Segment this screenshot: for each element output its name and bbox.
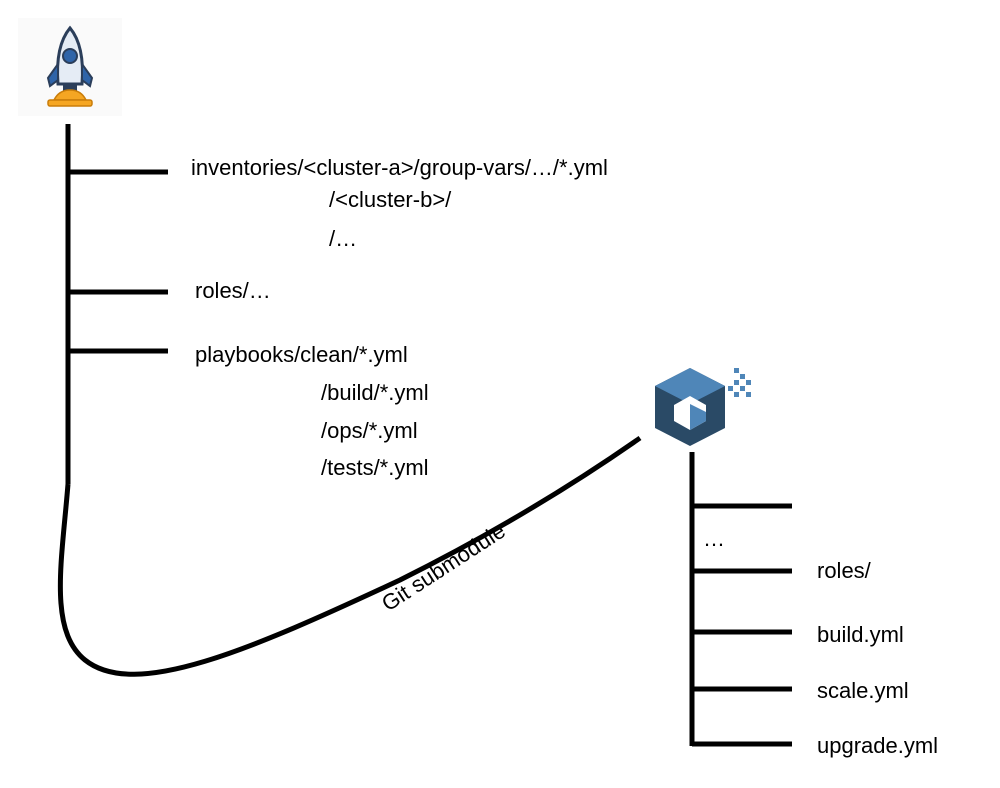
right-item-build: build.yml [817, 622, 904, 647]
right-item-upgrade: upgrade.yml [817, 733, 939, 758]
git-submodule-connector [57, 435, 642, 677]
playbooks-path-line-3: /ops/*.yml [321, 418, 418, 443]
inventories-path-line-3: /… [329, 226, 358, 251]
git-submodule-label: Git submodule [377, 518, 510, 616]
kubespray-cube-icon [655, 368, 751, 446]
right-item-scale: scale.yml [817, 678, 909, 703]
playbooks-path-line-1: playbooks/clean/*.yml [195, 342, 408, 367]
inventories-path-line-1: inventories/<cluster-a>/group-vars/…/*.y… [191, 155, 608, 180]
rocket-icon [46, 25, 94, 107]
right-item-ellipsis: … [703, 526, 725, 551]
inventories-path-line-2: /<cluster-b>/ [329, 187, 452, 212]
playbooks-path-line-2: /build/*.yml [321, 380, 429, 405]
right-item-roles: roles/ [817, 558, 871, 583]
roles-path: roles/… [195, 278, 271, 303]
playbooks-path-line-4: /tests/*.yml [321, 455, 429, 480]
